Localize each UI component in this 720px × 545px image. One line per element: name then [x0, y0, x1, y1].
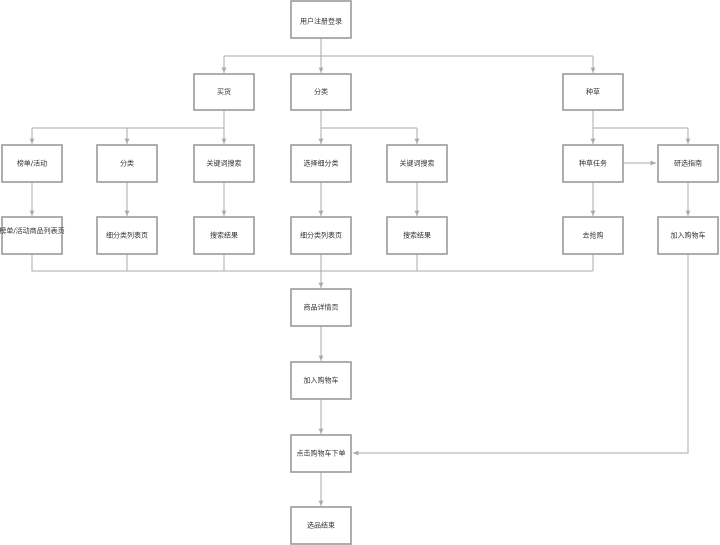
- node-fishing-label: 种草: [586, 87, 600, 96]
- node-subcat-list-2-label: 细分类列表页: [300, 231, 342, 240]
- node-ranking-list: 榜单/活动商品列表页: [0, 216, 65, 255]
- node-guide-label: 研选指南: [674, 159, 702, 168]
- edge-buy-branches: [32, 110, 225, 129]
- node-register: 用户注册登录: [290, 0, 352, 39]
- node-product-detail-label: 商品详情页: [304, 303, 339, 312]
- node-buy-keyword: 关键词搜索: [193, 144, 255, 183]
- node-buy-category-label: 分类: [120, 159, 134, 168]
- node-guide: 研选指南: [657, 144, 719, 183]
- node-ranking-list-line-1: 榜单/活动商品列表页: [0, 226, 65, 235]
- edges: [29, 38, 691, 506]
- node-fishing-task-label: 种草任务: [579, 159, 607, 168]
- edge-fishing-branches: [592, 110, 688, 129]
- node-cat-keyword: 关键词搜索: [386, 144, 448, 183]
- node-category: 分类: [290, 73, 352, 111]
- node-add-cart-label: 加入购物车: [304, 376, 339, 385]
- node-category-label: 分类: [314, 87, 328, 96]
- node-subcat-list-label: 细分类列表页: [106, 231, 148, 240]
- node-buy-category: 分类: [96, 144, 158, 183]
- node-ranking: 榜单/活动: [1, 144, 63, 183]
- edge-category-branches: [320, 110, 417, 129]
- node-buy: 买货: [193, 73, 255, 111]
- node-done-label: 选品结束: [307, 521, 335, 530]
- node-buy-label: 买货: [217, 87, 231, 96]
- node-add-cart: 加入购物车: [290, 361, 352, 400]
- node-register-label: 用户注册登录: [300, 17, 342, 26]
- node-add-cart-guide-label: 加入购物车: [671, 231, 706, 240]
- node-checkout: 点击购物车下单: [290, 434, 352, 473]
- node-ranking-label: 榜单/活动: [17, 159, 47, 168]
- node-fishing-task: 种草任务: [562, 144, 624, 183]
- node-add-cart-guide: 加入购物车: [657, 216, 719, 255]
- node-ranking-list-label: 榜单/活动商品列表页: [0, 226, 65, 235]
- node-subcat-list: 细分类列表页: [96, 216, 158, 255]
- edge-guide-cart-to-checkout: [353, 254, 689, 456]
- node-cat-keyword-label: 关键词搜索: [400, 159, 435, 168]
- node-buy-keyword-label: 关键词搜索: [207, 159, 242, 168]
- node-go-buy: 去抢购: [562, 216, 624, 255]
- edge-merge-to-detail: [31, 254, 594, 272]
- edge-register-branches: [224, 38, 593, 57]
- node-search-result: 搜索结果: [193, 216, 255, 255]
- node-select-subcategory-label: 选择细分类: [304, 159, 339, 168]
- node-checkout-label: 点击购物车下单: [297, 449, 346, 458]
- node-search-result-label: 搜索结果: [210, 231, 238, 240]
- node-product-detail: 商品详情页: [290, 288, 352, 327]
- node-search-result-2-label: 搜索结果: [403, 231, 431, 240]
- node-go-buy-label: 去抢购: [583, 231, 604, 240]
- node-subcat-list-2: 细分类列表页: [290, 216, 352, 255]
- node-fishing: 种草: [562, 73, 624, 111]
- node-done: 选品结束: [290, 506, 352, 545]
- node-search-result-2: 搜索结果: [386, 216, 448, 255]
- node-select-subcategory: 选择细分类: [290, 144, 352, 183]
